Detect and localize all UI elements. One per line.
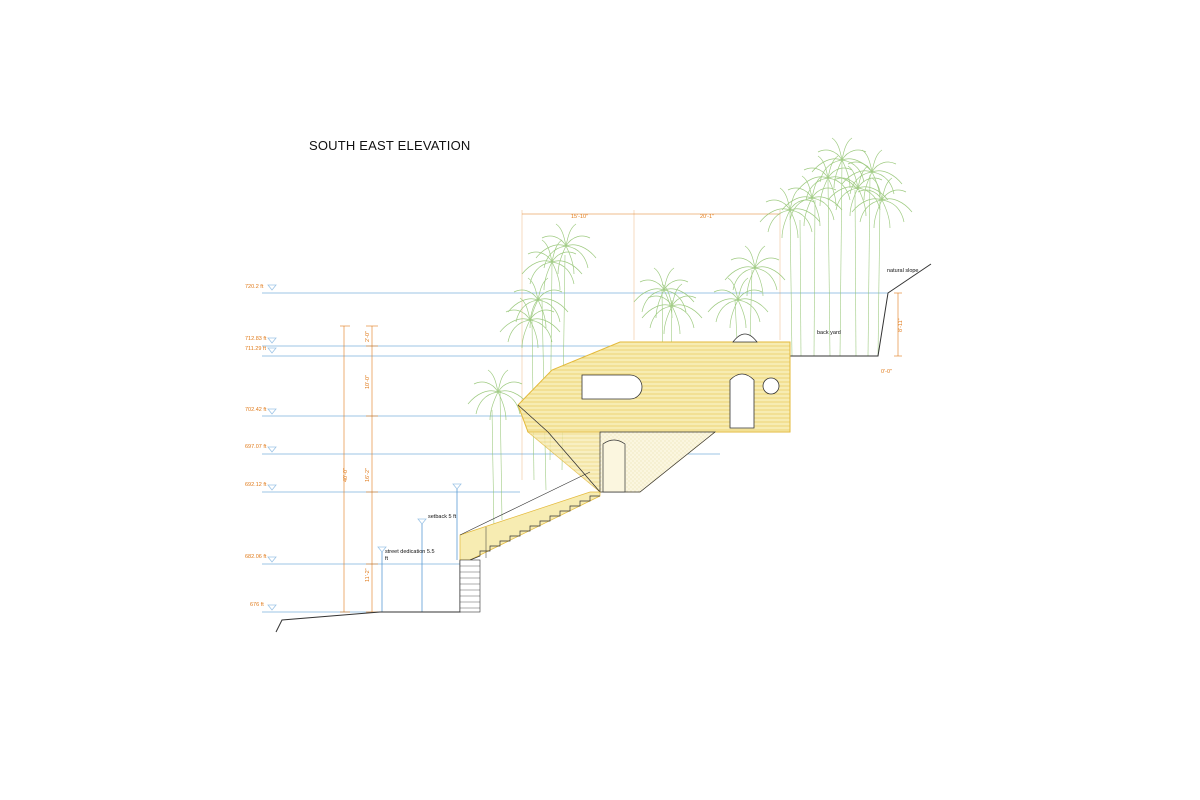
triangle-level-marker-icon	[267, 284, 462, 611]
elevation-label: 720.2 ft	[245, 284, 264, 290]
segment-dimension: 16'-2"	[365, 468, 371, 482]
setback-note: setback 5 ft	[428, 514, 457, 520]
elevation-label: 711.29 ft	[245, 346, 266, 352]
drawing-title: SOUTH EAST ELEVATION	[309, 138, 470, 153]
elevation-labels: 720.2 ft 712.83 ft 711.29 ft 702.42 ft 6…	[245, 284, 267, 608]
segment-dimension: 2'-0"	[365, 331, 371, 342]
overall-height-dimension: 40'-0"	[343, 468, 349, 482]
elevation-label: 702.42 ft	[245, 407, 267, 413]
elevation-label: 692.12 ft	[245, 482, 267, 488]
back-yard-note: back yard	[817, 330, 841, 336]
right-height-text: 8'-11"	[898, 318, 904, 332]
setback-lines	[381, 489, 458, 612]
natural-slope-note: natural slope	[887, 268, 919, 274]
building	[517, 333, 791, 493]
segment-dimension: 10'-0"	[365, 375, 371, 389]
street-dedication-note: street dedication 5.5	[385, 549, 435, 555]
street-dedication-note-unit: ft	[385, 556, 389, 562]
elevation-label: 676 ft	[250, 602, 264, 608]
stairs	[459, 471, 601, 613]
datum-lines	[262, 292, 888, 613]
elevation-label: 682.06 ft	[245, 554, 267, 560]
elevation-label: 697.07 ft	[245, 444, 267, 450]
elevation-label: 712.83 ft	[245, 336, 267, 342]
top-dimension-right: 20'-1"	[700, 214, 714, 220]
right-zero-text: 0'-0"	[881, 369, 892, 375]
segment-dimension: 11'-2"	[365, 568, 371, 582]
palm-tree-icon	[467, 137, 913, 531]
top-dimension-left: 15'-10"	[571, 214, 588, 220]
right-height-dimension	[894, 292, 902, 357]
